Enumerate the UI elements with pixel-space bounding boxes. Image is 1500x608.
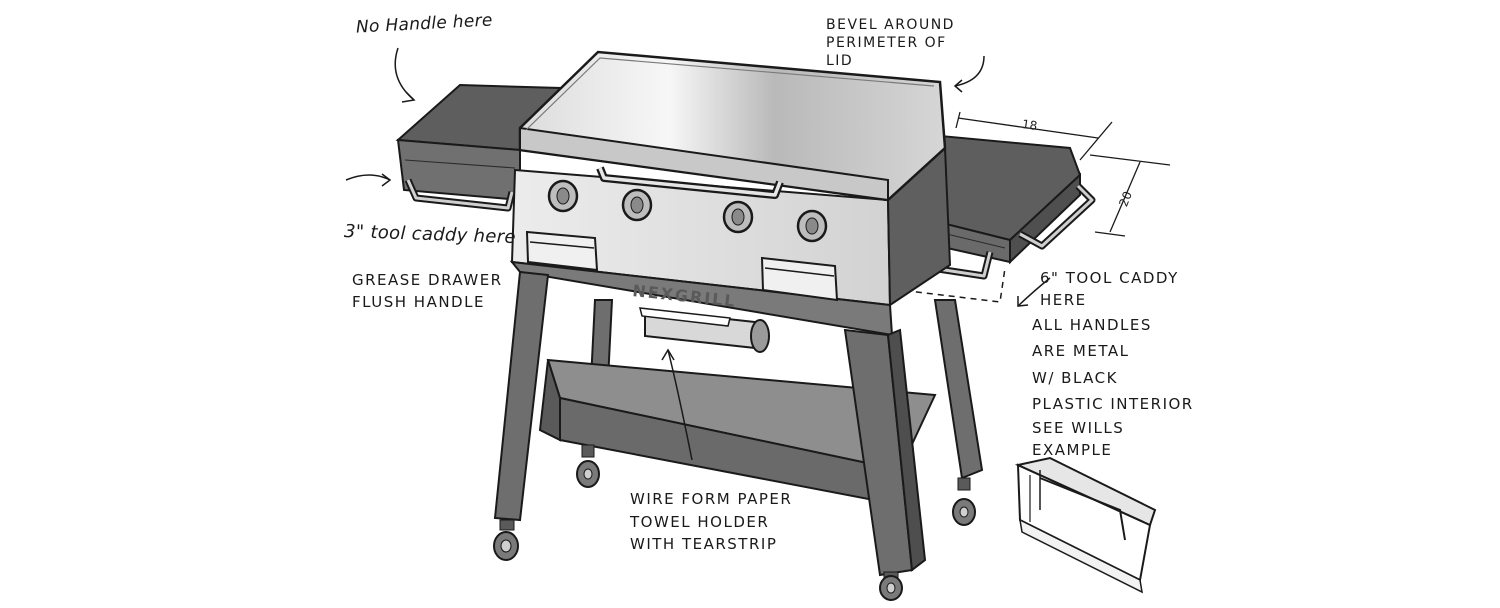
caster-wheels [493,444,976,601]
lid-handle [596,166,784,199]
knob-4 [796,209,828,243]
wheel-front-left [493,519,519,561]
lower-shelf [538,358,937,507]
control-knobs [547,179,828,243]
knob-3 [722,200,754,234]
paper-towel-holder [639,307,770,353]
griddle-lid [518,50,947,202]
tool-caddy-example [1014,456,1157,594]
dimension-lines [955,111,1171,237]
dimension-width-label: 18 [1021,117,1039,133]
grease-drawers [525,230,839,302]
note-bevel-lid: BEVEL AROUND PERIMETER OF LID [826,17,955,70]
note-tool-caddy-6in: 6" TOOL CADDY HERE [1040,269,1179,309]
note-see-wills: SEE WILLS EXAMPLE [1032,419,1125,459]
annotation-arrows [345,47,1051,461]
note-grease-drawer: GREASE DRAWER FLUSH HANDLE [352,271,503,311]
right-shelf-side-handle [1018,183,1096,250]
note-paper-towel-holder: WIRE FORM PAPER TOWEL HOLDER WITH TEARST… [630,490,793,553]
wheel-front-right [879,571,903,601]
wheel-rear-left [576,444,600,488]
left-shelf-handle [404,178,516,212]
front-legs [493,270,927,577]
note-handles-metal: ALL HANDLES ARE METAL W/ BLACK PLASTIC I… [1032,316,1194,413]
wheel-rear-right [952,477,976,526]
knob-2 [621,188,653,222]
knob-1 [547,179,579,213]
